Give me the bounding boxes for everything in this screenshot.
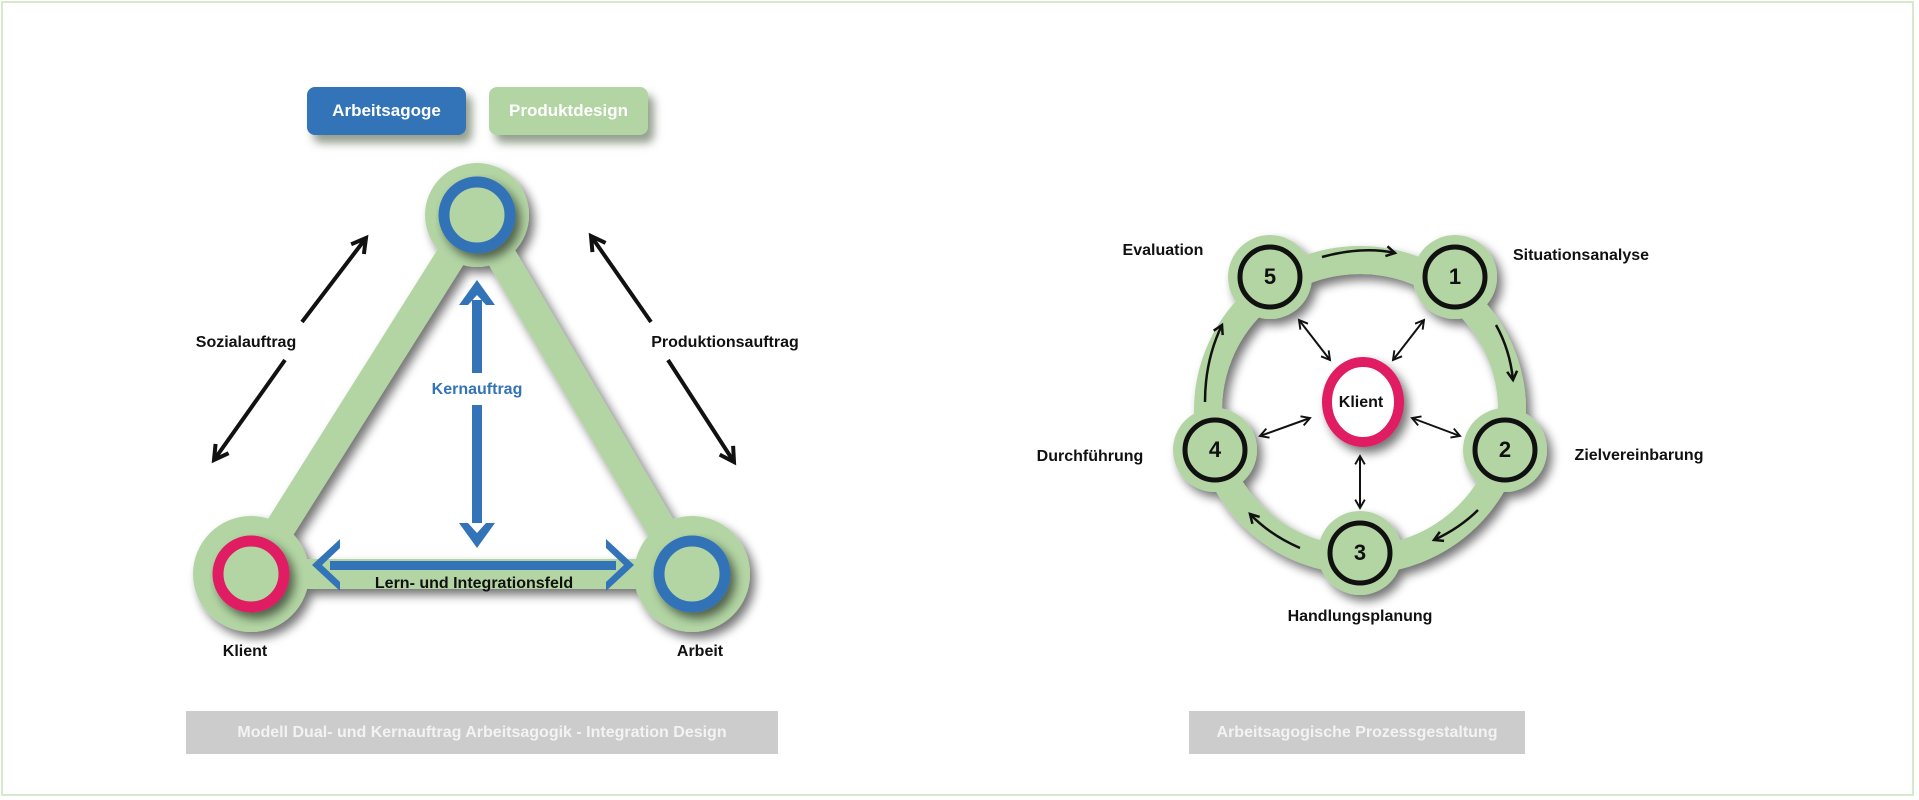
step-3-ring[interactable] bbox=[1327, 520, 1393, 586]
step-4-label: Durchführung bbox=[1036, 448, 1144, 465]
client-center-label: Klient bbox=[1338, 394, 1384, 411]
flow-2-to-3 bbox=[1431, 509, 1479, 543]
link-client-5 bbox=[1297, 318, 1332, 362]
step-2-label: Zielvereinbarung bbox=[1574, 447, 1704, 464]
cycle-flow-arrows bbox=[1203, 245, 1519, 550]
client-center-ring[interactable] bbox=[1322, 357, 1404, 447]
node-top-ring[interactable] bbox=[438, 176, 516, 254]
produktionsauftrag-label: Produktionsauftrag bbox=[651, 334, 799, 351]
step-5-label: Evaluation bbox=[1122, 242, 1204, 259]
link-client-4 bbox=[1258, 415, 1312, 439]
lernfeld-label: Lern- und Integrationsfeld bbox=[374, 575, 574, 592]
kernauftrag-arrow bbox=[459, 280, 495, 548]
left-caption: Modell Dual- und Kernauftrag Arbeitsagog… bbox=[186, 711, 778, 754]
kernauftrag-label: Kernauftrag bbox=[431, 381, 523, 398]
flow-1-to-2 bbox=[1494, 324, 1519, 383]
node-left-ring[interactable] bbox=[212, 535, 290, 613]
step-2-number: 2 bbox=[1498, 437, 1512, 462]
step-5-number: 5 bbox=[1263, 264, 1277, 289]
step-3-number: 3 bbox=[1353, 540, 1367, 565]
sozialauftrag-label: Sozialauftrag bbox=[195, 334, 297, 351]
right-caption: Arbeitsagogische Prozessgestaltung bbox=[1189, 711, 1525, 754]
produktionsauftrag-arrow bbox=[588, 232, 737, 466]
sozialauftrag-arrow bbox=[211, 234, 369, 464]
step-1-number: 1 bbox=[1448, 264, 1462, 289]
step-2-ring[interactable] bbox=[1472, 417, 1538, 483]
step-4-number: 4 bbox=[1208, 437, 1222, 462]
flow-3-to-4 bbox=[1248, 512, 1301, 550]
step-3-label: Handlungsplanung bbox=[1287, 608, 1433, 625]
klient-node-label: Klient bbox=[222, 643, 268, 660]
step-1-label: Situationsanalyse bbox=[1512, 247, 1650, 264]
client-interaction-arrows bbox=[1258, 318, 1462, 510]
triangle-band bbox=[236, 200, 703, 589]
node-right-ring[interactable] bbox=[653, 535, 731, 613]
arbeit-node-label: Arbeit bbox=[676, 643, 724, 660]
step-1-ring[interactable] bbox=[1422, 244, 1488, 310]
link-client-1 bbox=[1391, 318, 1426, 362]
step-4-ring[interactable] bbox=[1182, 417, 1248, 483]
produktdesign-tag[interactable]: Produktdesign bbox=[489, 87, 648, 135]
lernfeld-arrow bbox=[312, 539, 634, 591]
flow-5-to-1 bbox=[1321, 245, 1398, 259]
link-client-2 bbox=[1410, 415, 1462, 439]
arbeitsagoge-tag[interactable]: Arbeitsagoge bbox=[307, 87, 466, 135]
step-5-ring[interactable] bbox=[1237, 244, 1303, 310]
flow-4-to-5 bbox=[1203, 322, 1224, 403]
